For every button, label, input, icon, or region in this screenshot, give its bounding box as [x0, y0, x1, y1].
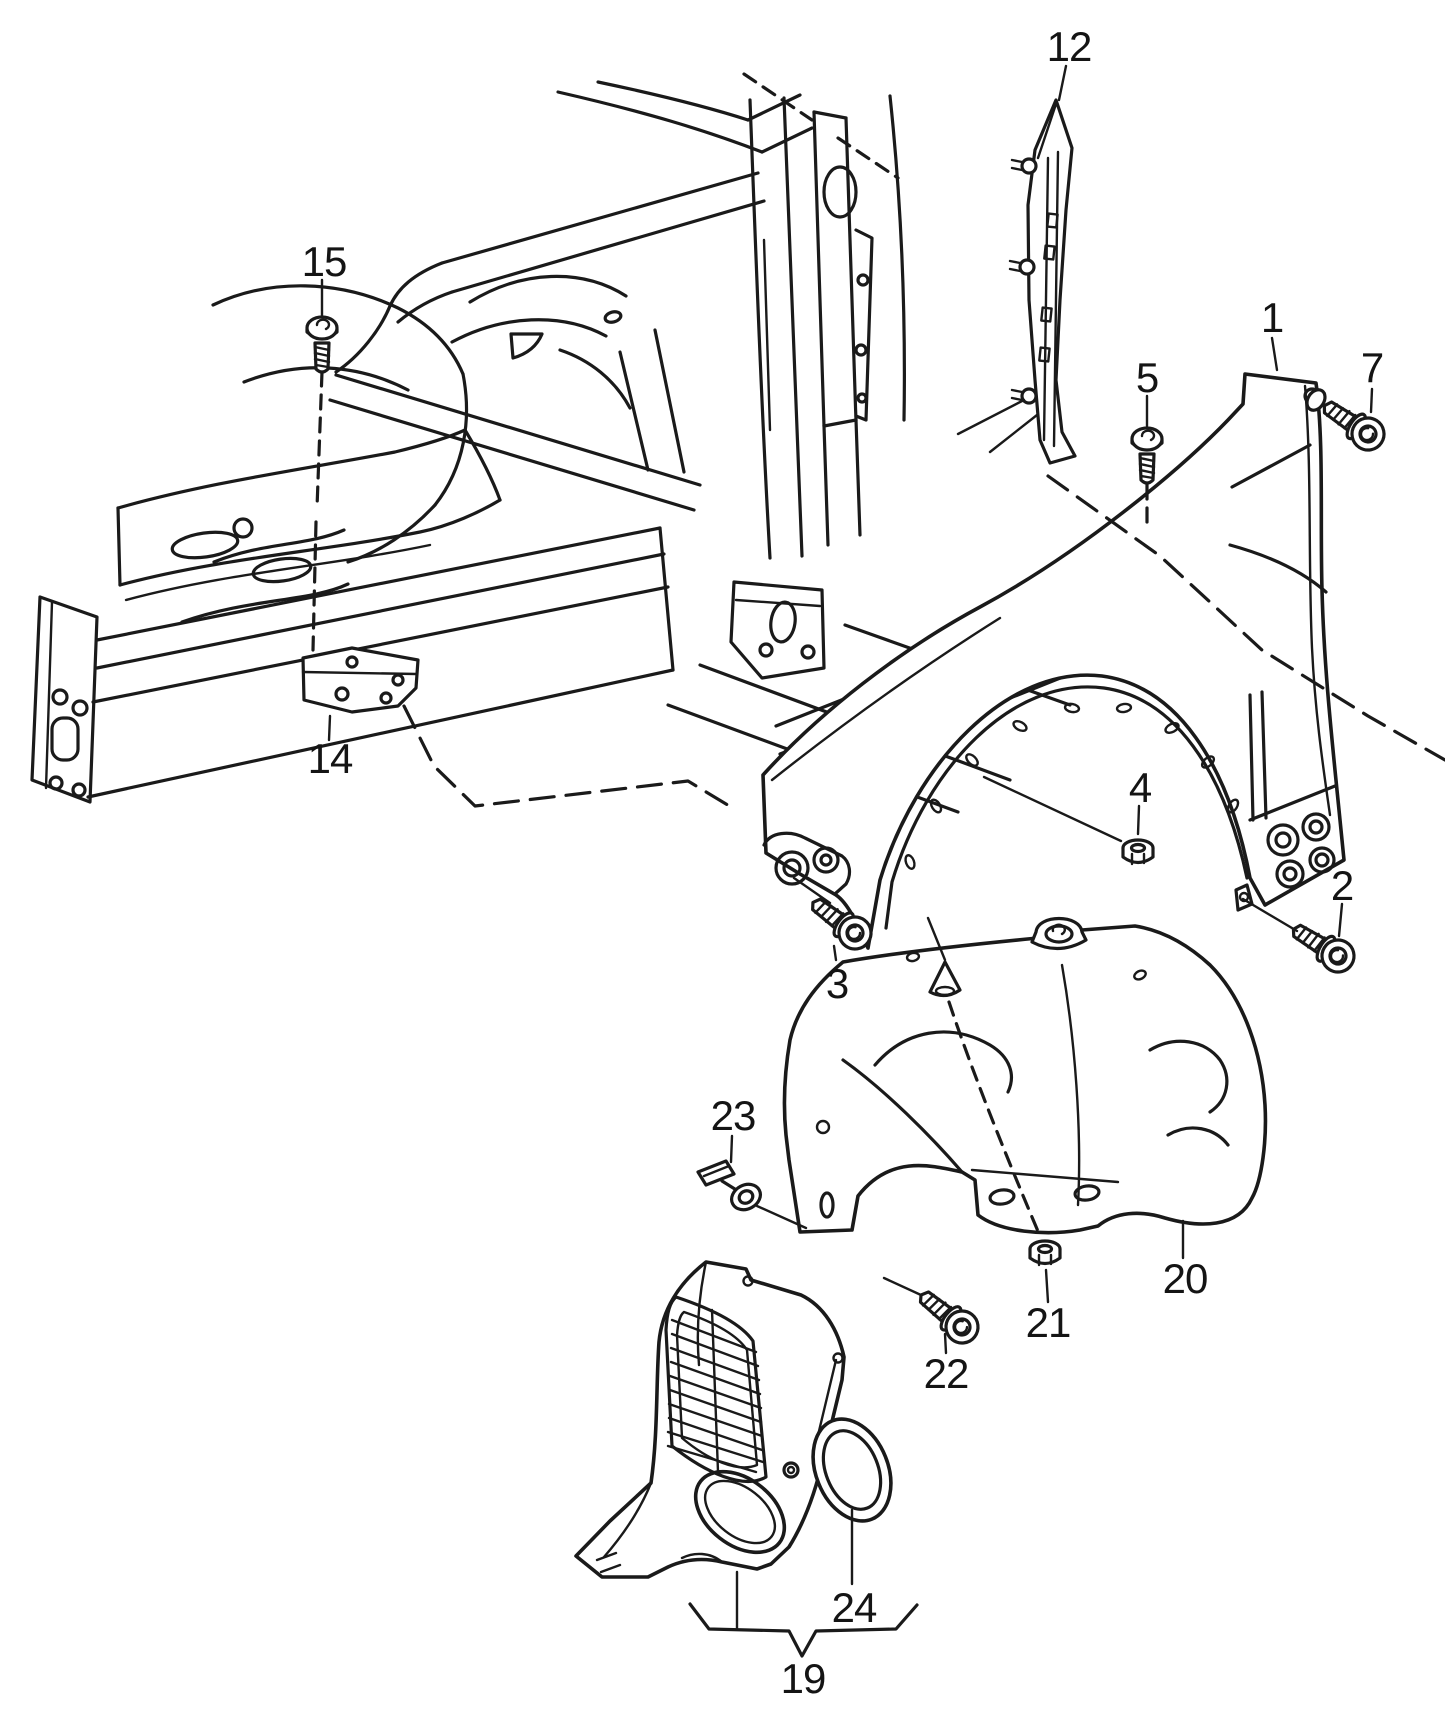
clip-23 — [696, 1159, 762, 1212]
lower-trim-grille — [574, 1260, 846, 1579]
wheel-arch-liner — [782, 916, 1268, 1238]
bracket-19-span — [688, 1602, 919, 1658]
part-callout-19[interactable]: 19 — [780, 1655, 827, 1702]
liner-cap — [1030, 917, 1088, 951]
part-callout-21[interactable]: 21 — [1025, 1299, 1072, 1346]
part-callout-23[interactable]: 23 — [710, 1092, 757, 1139]
part-callout-20[interactable]: 20 — [1162, 1255, 1209, 1302]
pillar-trim-strip — [956, 98, 1077, 465]
section-line-right — [1046, 474, 1445, 762]
front-fender — [761, 372, 1346, 950]
part-callout-14[interactable]: 14 — [307, 735, 354, 782]
part-callout-4[interactable]: 4 — [1128, 764, 1152, 811]
trim-grille — [664, 1295, 768, 1483]
screw-7 — [1305, 388, 1392, 458]
mounting-bracket — [301, 646, 420, 714]
strip-screw-icon — [1008, 157, 1038, 405]
part-callout-3[interactable]: 3 — [825, 960, 849, 1007]
liner-cone-grommet — [926, 916, 962, 998]
part-callout-5[interactable]: 5 — [1135, 354, 1159, 401]
part-callout-22[interactable]: 22 — [923, 1350, 970, 1397]
part-callout-7[interactable]: 7 — [1360, 344, 1384, 391]
part-callout-12[interactable]: 12 — [1046, 23, 1093, 70]
section-line-left — [402, 704, 738, 812]
part-callout-15[interactable]: 15 — [301, 238, 348, 285]
fender-corner-grommets — [1266, 812, 1336, 889]
part-callout-1[interactable]: 1 — [1260, 294, 1284, 341]
part-callout-24[interactable]: 24 — [831, 1584, 878, 1631]
arch-bolt-holes — [904, 702, 1240, 870]
oval-seal — [811, 1417, 893, 1523]
leader-lines — [311, 64, 1374, 1658]
part-callout-2[interactable]: 2 — [1330, 862, 1354, 909]
section-line-top — [742, 72, 900, 180]
